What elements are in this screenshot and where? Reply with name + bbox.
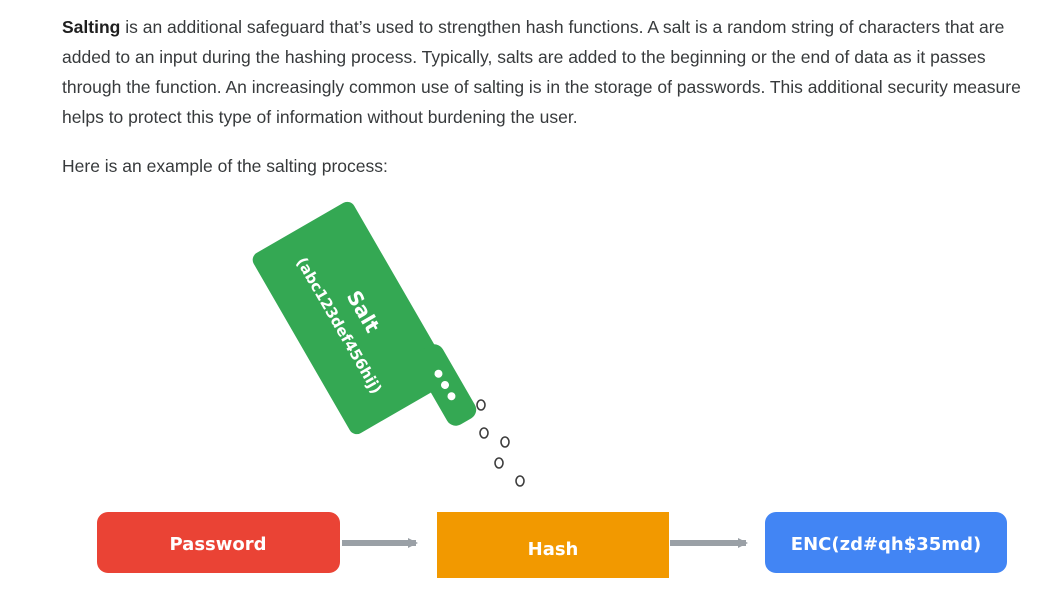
output-label: ENC(zd#qh$35md) bbox=[791, 534, 981, 555]
password-label: Password bbox=[169, 534, 266, 555]
salt-grain bbox=[476, 399, 486, 411]
output-box: ENC(zd#qh$35md) bbox=[765, 512, 1007, 573]
salt-grain bbox=[515, 475, 525, 487]
hash-box: Hash bbox=[437, 512, 669, 578]
password-box: Password bbox=[97, 512, 340, 573]
salt-shaker-cap bbox=[413, 344, 477, 426]
example-intro: Here is an example of the salting proces… bbox=[62, 156, 388, 176]
salt-cap-hole bbox=[434, 369, 443, 378]
salting-description: is an additional safeguard that’s used t… bbox=[62, 17, 1021, 127]
salting-paragraph: Salting is an additional safeguard that’… bbox=[62, 12, 1042, 132]
salt-grain bbox=[494, 457, 504, 469]
hash-label: Hash bbox=[528, 539, 579, 560]
salt-cap-hole bbox=[447, 392, 456, 401]
salting-term: Salting bbox=[62, 17, 121, 37]
salt-cap-hole bbox=[441, 381, 449, 389]
salt-grain bbox=[479, 427, 489, 439]
salt-grains bbox=[476, 399, 525, 487]
salt-grain bbox=[500, 436, 510, 448]
salt-shaker-body bbox=[252, 201, 452, 435]
salt-shaker: Salt (abc123def456hij) bbox=[252, 201, 452, 435]
